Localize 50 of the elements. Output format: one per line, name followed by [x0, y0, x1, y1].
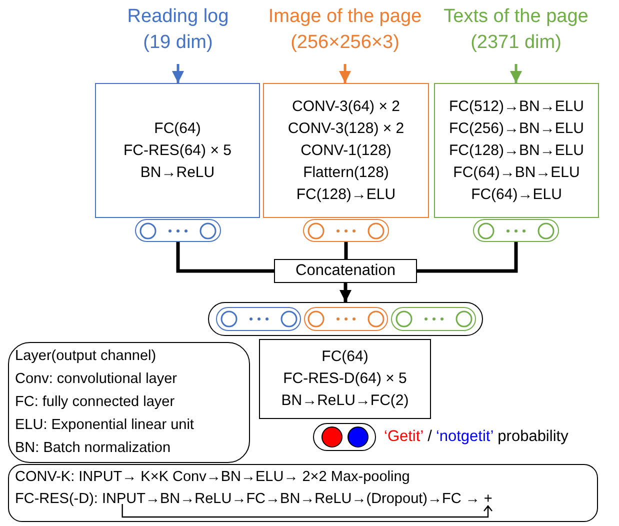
layer-text: FC-RES(64) × 5	[124, 140, 232, 160]
layer-text: FC(64)→BN→ELU	[453, 162, 580, 182]
layer-box	[434, 83, 599, 218]
concatenation-box	[274, 259, 417, 283]
feature-vector-pill	[303, 219, 389, 242]
feature-vector-pill	[391, 307, 476, 331]
layer-text: Concatenation	[296, 261, 396, 281]
notation-legend-box	[8, 342, 250, 463]
layer-text: BN→ReLU→FC(2)	[281, 391, 409, 411]
connector-line	[344, 242, 348, 259]
arrow	[340, 283, 352, 302]
feature-vector-pill	[473, 219, 559, 242]
layer-box	[263, 83, 429, 218]
output-label: probability	[498, 427, 568, 447]
layer-box	[95, 83, 260, 218]
output-label: /	[428, 427, 432, 447]
definition-text: CONV-K: INPUT→ K×K Conv→BN→ELU→ 2×2 Max-pooling	[15, 468, 410, 487]
layer-text: FC(256)→BN→ELU	[448, 118, 584, 138]
arrow	[510, 64, 522, 83]
definition-box	[8, 464, 598, 522]
legend-text: Conv: convolutional layer	[15, 370, 178, 389]
input-label: Reading log (19 dim)	[113, 4, 243, 64]
layer-text: FC(128)→BN→ELU	[448, 140, 584, 160]
layer-text: BN→ReLU	[140, 162, 215, 182]
layer-text: FC(64)→ELU	[471, 184, 562, 204]
layer-text: CONV-3(64) × 2	[292, 96, 400, 116]
layer-text: CONV-3(128) × 2	[288, 118, 404, 138]
legend-text: BN: Batch normalization	[15, 439, 171, 458]
output-label: ‘Getit’	[384, 427, 424, 447]
feature-vector-pill	[216, 307, 301, 331]
layer-box	[259, 339, 431, 419]
legend-text: ELU: Exponential linear unit	[15, 416, 194, 435]
concatenated-vector-pill	[208, 302, 483, 336]
legend-text: Layer(output channel)	[15, 347, 156, 366]
layer-text: FC-RES-D(64) × 5	[283, 369, 407, 389]
definition-text: FC-RES(-D): INPUT→BN→ReLU→FC→BN→ReLU→(Dropout)→FC → +	[15, 490, 492, 509]
arrow	[172, 64, 184, 83]
layer-text: FC(128)→ELU	[296, 184, 396, 204]
legend-text: FC: fully connected layer	[15, 393, 175, 412]
layer-text: CONV-1(128)	[300, 140, 392, 160]
feature-vector-pill	[135, 219, 221, 242]
connector-line	[417, 242, 518, 273]
output-label: ‘notgetit’	[436, 427, 494, 447]
arrow	[339, 64, 351, 83]
layer-text: Flattern(128)	[303, 162, 389, 182]
layer-text: FC(512)→BN→ELU	[448, 96, 584, 116]
output-pill	[313, 423, 376, 451]
layer-text: FC(64)	[154, 118, 201, 138]
connector-line	[176, 242, 274, 273]
layer-text: FC(64)	[322, 347, 368, 367]
